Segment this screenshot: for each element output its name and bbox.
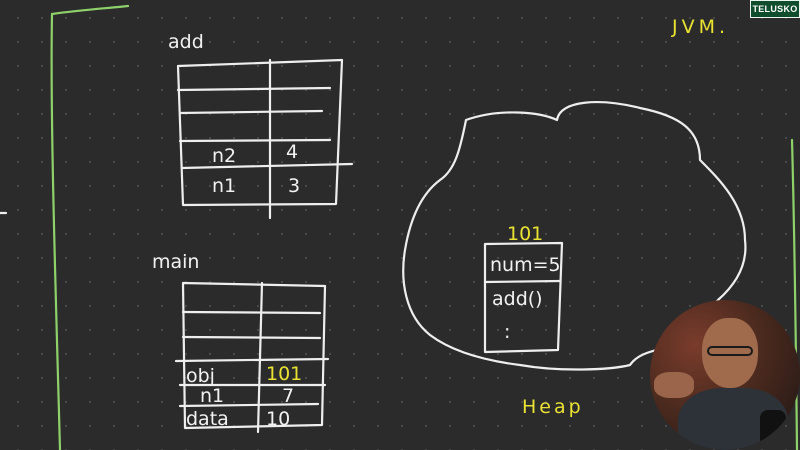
main-val-obj: 101 [266, 363, 302, 385]
main-stack-frame [174, 281, 330, 434]
jvm-label: JVM. [671, 16, 729, 38]
add-frame-title: add [168, 31, 204, 53]
main-val-n1: 7 [282, 385, 294, 407]
heap-object-field: num=5 [490, 254, 561, 276]
add-var-n2: n2 [212, 145, 236, 167]
main-val-data: 10 [266, 408, 290, 430]
jvm-boundary-top [50, 4, 130, 16]
add-val-n1: 3 [288, 175, 300, 197]
add-stack-frame [176, 58, 354, 220]
main-var-obj: obj [186, 365, 215, 387]
add-var-n1: n1 [212, 175, 236, 197]
add-val-n2: 4 [286, 141, 298, 163]
heap-object-method: add() [492, 288, 543, 310]
telusko-logo: TELUSKO [750, 0, 800, 18]
glasses-icon [707, 346, 753, 356]
heap-object-ellipsis: : [504, 321, 510, 343]
heap-label: Heap [522, 396, 584, 418]
heap-object-box [483, 241, 564, 354]
main-frame-title: main [152, 251, 199, 273]
presenter-webcam [650, 300, 800, 450]
hand-gesture [654, 372, 694, 398]
main-var-n1: n1 [200, 385, 224, 407]
jvm-boundary-right [790, 138, 799, 450]
main-var-data: data [186, 408, 229, 430]
microphone-icon [760, 410, 786, 450]
jvm-boundary-left [50, 12, 62, 450]
heap-object-address: 101 [507, 223, 543, 245]
